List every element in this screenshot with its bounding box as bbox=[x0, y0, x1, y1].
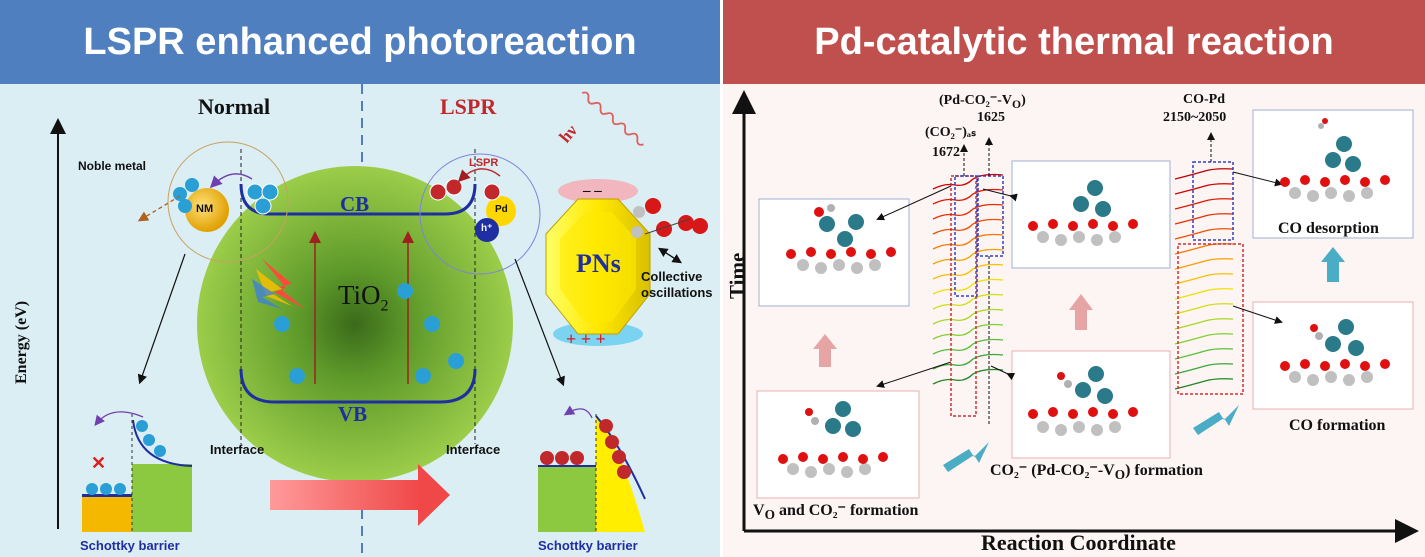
vo-formation-rest: and CO₂⁻ formation bbox=[774, 502, 919, 519]
normal-label: Normal bbox=[198, 94, 271, 119]
cb-band bbox=[239, 183, 477, 216]
time-axis-label: Time bbox=[725, 252, 749, 299]
interface-label-right: Interface bbox=[446, 442, 501, 457]
lspr-zoom-circle bbox=[419, 153, 541, 275]
left-header: LSPR enhanced photoreaction bbox=[0, 0, 720, 84]
energy-axis-label: Energy (eV) bbox=[13, 300, 30, 384]
oscillations-label: oscillations bbox=[641, 285, 713, 300]
model-box-tm bbox=[1011, 160, 1171, 269]
left-panel-drawing: ✕ bbox=[50, 84, 708, 557]
noble-metal-pointer bbox=[137, 195, 181, 222]
pd-label: Pd bbox=[495, 204, 508, 215]
spectra-group-left bbox=[932, 173, 1004, 385]
molecule-model-bl bbox=[778, 401, 888, 478]
interface-label-left: Interface bbox=[210, 442, 265, 457]
vb-label: VB bbox=[338, 402, 368, 426]
nm-label: NM bbox=[196, 203, 214, 215]
pdco2-formation-label: CO₂⁻ (Pd-CO₂⁻-VO) formation bbox=[990, 460, 1203, 483]
peak2-label-end: ) bbox=[1021, 93, 1026, 108]
cb-electrons-left bbox=[246, 183, 279, 215]
connector-arrows bbox=[876, 171, 1283, 388]
model-box-tr bbox=[1252, 109, 1414, 239]
pn-minus-signs: – – bbox=[583, 183, 602, 199]
right-header-title: Pd-catalytic thermal reaction bbox=[814, 20, 1334, 63]
tio2-label: TiO2 bbox=[338, 280, 389, 315]
pd-particle bbox=[486, 196, 516, 226]
globe-electrons bbox=[274, 283, 464, 384]
noble-metal-label: Noble metal bbox=[78, 159, 147, 173]
left-header-title: LSPR enhanced photoreaction bbox=[83, 20, 637, 63]
molecule-model-tr bbox=[1280, 118, 1390, 202]
up-arrow-bm bbox=[1069, 294, 1093, 330]
vo-formation-label: VO and CO₂⁻ formation bbox=[753, 500, 918, 523]
hole-particle bbox=[475, 218, 499, 242]
gas-molecules bbox=[631, 198, 708, 238]
light-wave-icon bbox=[581, 91, 644, 146]
cb-label: CB bbox=[340, 192, 370, 216]
pn-plus-signs: + + + bbox=[566, 329, 606, 349]
schottky-label-left: Schottky barrier bbox=[80, 538, 180, 553]
svg-text:✕: ✕ bbox=[91, 453, 106, 473]
tio2-text: TiO bbox=[338, 280, 381, 310]
noble-metal-sphere bbox=[185, 188, 229, 232]
molecule-model-bm bbox=[1028, 366, 1138, 436]
vo-formation-sub: O bbox=[764, 507, 775, 523]
pns-label: PNs bbox=[576, 249, 621, 278]
light-bolt-icon bbox=[262, 259, 305, 309]
hole-label: h⁺ bbox=[481, 223, 493, 234]
lspr-transfer-arrow bbox=[457, 168, 501, 183]
peak2-label-sub: O bbox=[1012, 97, 1022, 111]
peak-box-co-pd bbox=[1192, 161, 1234, 241]
reaction-axis-label: Reaction Coordinate bbox=[981, 530, 1176, 555]
lspr-label: LSPR bbox=[440, 94, 497, 119]
peak-box-co-formation bbox=[1177, 243, 1244, 395]
model-box-bm bbox=[1011, 350, 1171, 459]
normal-zoom-pointer bbox=[137, 253, 186, 385]
lspr-small-label: LSPR bbox=[469, 157, 499, 169]
vo-formation-text: V bbox=[753, 502, 765, 519]
diag-arrow-left bbox=[943, 442, 989, 472]
right-header: Pd-catalytic thermal reaction bbox=[723, 0, 1425, 84]
pdco2-formation-sub: O bbox=[1114, 467, 1126, 483]
molecule-model-tl bbox=[786, 204, 896, 274]
peak1-value: 1672 bbox=[932, 145, 960, 160]
pdco2-formation-rest: ) formation bbox=[1125, 462, 1203, 479]
schottky-inset-left: ✕ bbox=[82, 411, 193, 532]
molecule-model-br bbox=[1280, 319, 1390, 386]
lspr-zoom-pointer bbox=[514, 258, 565, 387]
schottky-label-right: Schottky barrier bbox=[538, 538, 638, 553]
tio2-subscript: 2 bbox=[380, 297, 389, 315]
pdco2-formation-text: CO₂⁻ (Pd-CO₂⁻-V bbox=[990, 462, 1115, 479]
left-panel: ✕ bbox=[0, 84, 720, 557]
diag-arrow-right bbox=[1193, 405, 1239, 435]
molecule-model-tm bbox=[1028, 180, 1138, 246]
peak2-label: (Pd-CO₂⁻-VO) bbox=[939, 92, 1026, 111]
big-transition-arrow bbox=[270, 464, 450, 526]
peak1-label: (CO₂⁻)ₐₛ bbox=[925, 125, 977, 140]
peak2-label-text: (Pd-CO₂⁻-V bbox=[939, 93, 1013, 108]
normal-zoom-circle bbox=[167, 141, 289, 263]
up-arrow-bl bbox=[813, 334, 837, 367]
co-desorption-label: CO desorption bbox=[1278, 220, 1379, 237]
co-pd-range: 2150~2050 bbox=[1163, 110, 1227, 125]
model-box-br bbox=[1252, 301, 1414, 410]
electron-transfer-arrow bbox=[209, 173, 253, 189]
vb-band bbox=[239, 368, 477, 404]
peak-box-1625-top bbox=[977, 175, 1004, 257]
collective-label: Collective bbox=[641, 269, 703, 284]
panel-divider bbox=[720, 0, 723, 557]
right-panel-drawing bbox=[732, 90, 1419, 543]
spectra-group-right bbox=[1174, 168, 1234, 390]
co-formation-label: CO formation bbox=[1289, 417, 1386, 434]
schottky-inset-right bbox=[538, 405, 646, 532]
up-arrow-br bbox=[1321, 247, 1345, 282]
co-pd-label: CO-Pd bbox=[1183, 92, 1225, 107]
right-panel: Time Reaction Coordinate (Pd-CO₂⁻-VO) 16… bbox=[723, 84, 1425, 557]
peak2-value: 1625 bbox=[977, 110, 1005, 125]
